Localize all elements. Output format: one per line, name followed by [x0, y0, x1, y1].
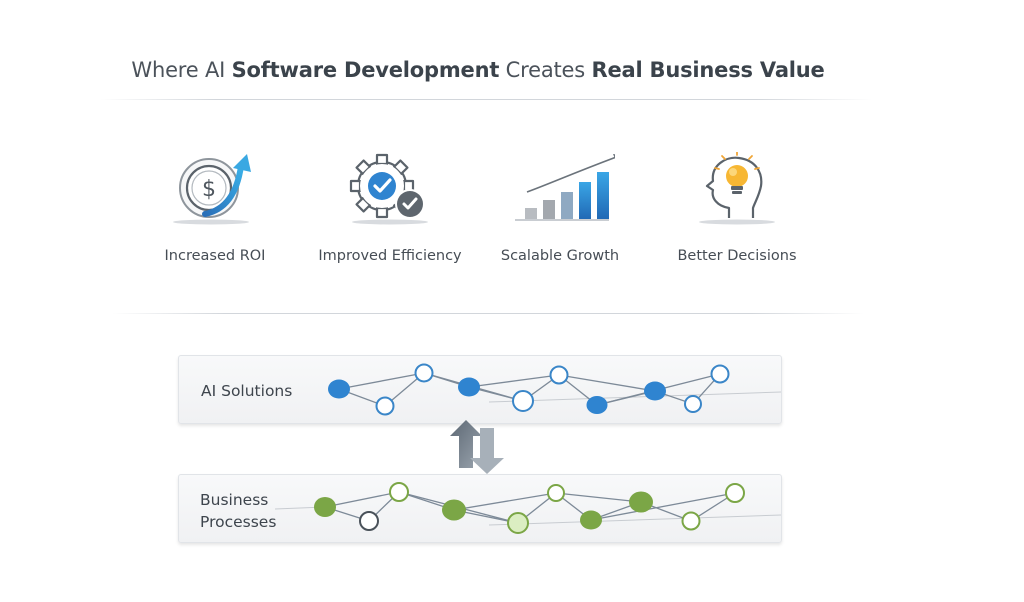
- benefit-label: Scalable Growth: [500, 248, 620, 264]
- title-part-bold: Real Business Value: [591, 58, 825, 82]
- title-part: Where AI: [131, 58, 232, 82]
- business-processes-panel: Business Processes: [178, 474, 782, 543]
- hollow-node: [389, 482, 409, 502]
- hollow-node: [512, 390, 534, 412]
- hollow-node: [549, 365, 569, 385]
- filled-node: [580, 510, 602, 530]
- benefit-improved-efficiency: Improved Efficiency: [295, 152, 485, 264]
- hollow-node: [414, 363, 434, 383]
- hollow-node: [547, 484, 565, 502]
- filled-node: [314, 497, 336, 517]
- benefit-label: Better Decisions: [677, 248, 797, 264]
- ai-solutions-network: [328, 363, 781, 416]
- sync-arrows-icon: [450, 420, 504, 474]
- light-node: [507, 512, 529, 534]
- ai-solutions-label: AI Solutions: [201, 382, 293, 400]
- benefit-better-decisions: Better Decisions: [642, 152, 832, 264]
- filled-node: [629, 491, 653, 513]
- title-part-bold: Software Development: [231, 58, 500, 82]
- business-processes-network: [274, 482, 781, 534]
- ai-solutions-panel: AI Solutions: [178, 355, 782, 424]
- bar-chart-growth-icon: [515, 154, 615, 221]
- hollow-node: [710, 364, 730, 384]
- filled-node: [442, 499, 466, 521]
- hollow-node-dark: [359, 511, 379, 531]
- benefit-scalable-growth: Scalable Growth: [465, 152, 655, 264]
- filled-node: [328, 379, 350, 399]
- filled-node: [586, 396, 608, 414]
- label-line: Business: [200, 491, 269, 509]
- svg-text:$: $: [202, 177, 216, 202]
- benefit-increased-roi: $ Increased ROI: [120, 152, 310, 264]
- benefit-label: Improved Efficiency: [318, 248, 462, 264]
- hollow-node: [375, 396, 395, 416]
- page-title: Where AI Software Development Creates Re…: [0, 58, 956, 82]
- filled-node: [458, 377, 480, 397]
- head-lightbulb-icon: [699, 152, 775, 225]
- section-divider: [112, 313, 864, 314]
- business-processes-label: Business Processes: [200, 489, 276, 533]
- hollow-node: [725, 483, 745, 503]
- label-line: Processes: [200, 513, 277, 531]
- filled-node: [644, 381, 666, 401]
- header-divider: [100, 99, 872, 100]
- gear-checkmark-icon: [349, 153, 428, 225]
- hollow-node: [681, 511, 701, 531]
- hollow-node: [684, 395, 702, 413]
- benefit-label: Increased ROI: [164, 248, 266, 264]
- title-part: Creates: [499, 58, 592, 82]
- dollar-coin-growth-icon: $: [173, 154, 251, 225]
